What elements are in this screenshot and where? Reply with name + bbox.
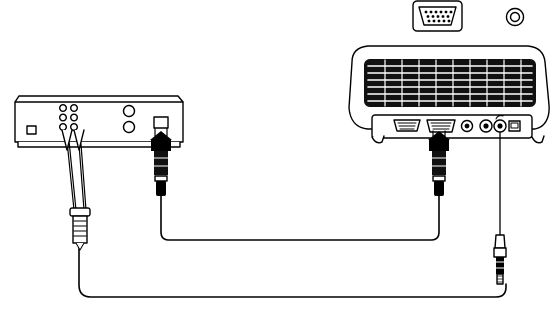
projector-vent-grille (364, 59, 536, 107)
vga-cable-plug-left (150, 127, 172, 196)
projector-svideo-port (460, 119, 474, 133)
source-round-ports (122, 104, 136, 134)
vga-cable-plug-right (428, 130, 450, 196)
audio-cable-y-split (65, 130, 91, 251)
audio-cable (61, 129, 507, 298)
vga-cable (150, 127, 450, 241)
projector-connector-panel (371, 114, 533, 139)
projector-network-port (508, 120, 521, 132)
vga-port-callout (412, 0, 463, 32)
projector-feet (371, 135, 545, 144)
audio-port-callout (505, 7, 525, 27)
projector-audio-port-2 (493, 115, 507, 133)
source-av-jacks (59, 103, 78, 131)
projector (348, 45, 550, 144)
projector-audio-port-1 (479, 119, 493, 133)
source-vga-port (153, 116, 169, 129)
projector-vga-port-1 (393, 119, 421, 132)
audio-cable-mini-plug (493, 132, 507, 285)
audio-jack-icon (505, 7, 525, 27)
vga-connector-icon (412, 0, 463, 32)
source-device (14, 95, 184, 148)
audio-cable-rca-plugs (61, 129, 85, 151)
projector-vga-port-2 (426, 119, 456, 133)
